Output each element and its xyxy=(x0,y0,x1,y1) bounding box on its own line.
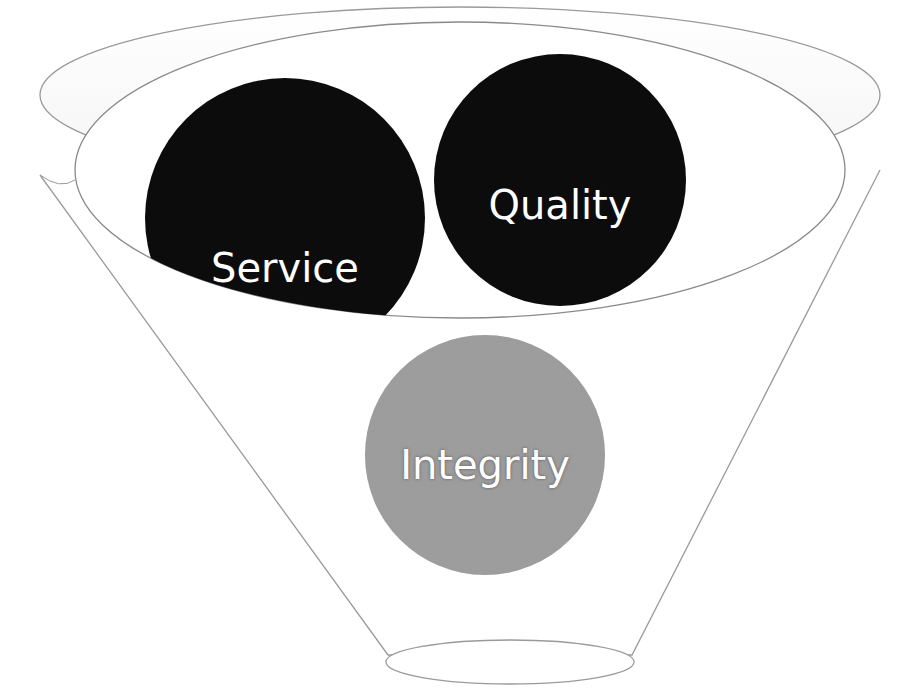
circle-node: Quality xyxy=(434,54,686,306)
circle-texture xyxy=(365,335,605,575)
circle-label: Service xyxy=(211,246,359,290)
circle-label: Quality xyxy=(489,183,632,227)
circle-fill xyxy=(145,78,425,358)
circle-shape xyxy=(434,54,686,306)
circle-shape xyxy=(145,78,425,358)
circle-node: Service xyxy=(145,78,425,358)
circle-label: Integrity xyxy=(400,443,570,487)
circle-fill xyxy=(365,335,605,575)
funnel-spout xyxy=(386,640,634,684)
funnel-edge xyxy=(40,175,75,184)
circle-node: Integrity xyxy=(365,335,605,575)
circle-fill xyxy=(434,54,686,306)
